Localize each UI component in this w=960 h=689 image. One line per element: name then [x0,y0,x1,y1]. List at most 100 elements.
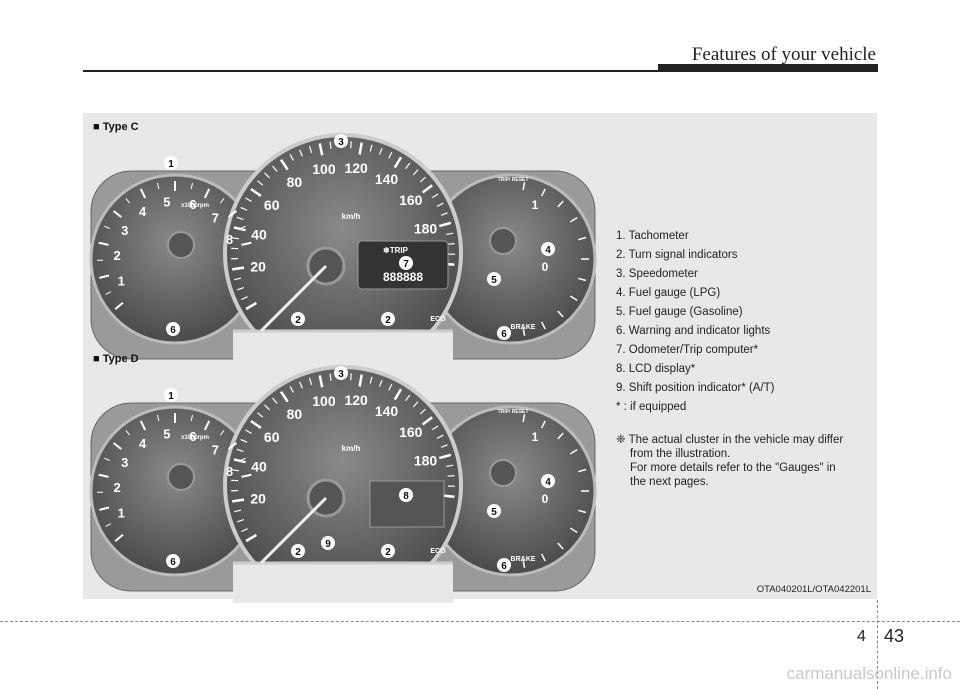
type-c-label: ■ Type C [93,121,139,133]
speed-tick [438,221,452,228]
speed-label: 160 [399,192,423,208]
speed-label: 40 [251,459,267,475]
tach-tick [219,430,225,436]
tach-unit: x1000rpm [181,435,209,441]
callout-number: 1 [168,159,174,170]
tach-tick [125,430,131,436]
speed-tick [440,444,448,448]
callout-badge [291,312,305,326]
tach-label: 5 [163,195,170,210]
legend-item: 1. Tachometer [616,230,689,242]
speed-tick [272,397,278,404]
tach-tick [99,506,110,511]
callout-number: 5 [491,275,497,286]
tach-label: 7 [212,210,219,225]
speed-tick [240,528,248,533]
page-header-title: Features of your vehicle [691,44,876,65]
brake-label: BRAKE [511,556,536,563]
fuel-full-mark: 1 [532,198,539,212]
speed-tick [388,383,393,391]
footer-dash-line [0,621,960,622]
speed-tick [232,266,245,271]
speed-tick [369,144,373,152]
tach-label: 3 [121,455,128,470]
speed-unit: km/h [342,212,361,221]
callout-badge [541,242,555,256]
legend-item: 9. Shift position indicator* (A/T) [616,382,775,394]
fuel-tick [569,217,578,223]
callout-badge [497,326,511,340]
dial-mask [233,563,453,603]
callout-badge [399,256,413,270]
callout-badge [166,554,180,568]
footer-divider [877,600,878,689]
tach-tick [203,188,211,199]
callout-number: 9 [325,539,331,550]
speed-tick [388,151,393,159]
speed-tick [237,518,245,523]
speed-label: 100 [312,161,336,177]
speed-tick [257,180,264,186]
fuel-tick [522,414,526,423]
callout-badge [541,474,555,488]
tach-tick [139,188,147,199]
speed-tick [264,404,270,411]
callout-number: 6 [170,325,176,336]
fuel-tick [557,310,564,318]
tach-unit: x1000rpm [181,203,209,209]
watermark: carmanualsonline.info [786,664,952,683]
figure-code: OTA040201L/OTA042201L [756,584,871,595]
legend-item: * : if equipped [616,401,687,413]
note-line-4: the next pages. [630,476,709,488]
speed-tick [299,381,303,389]
legend-item: 2. Turn signal indicators [616,249,738,261]
speed-tick [289,386,294,393]
callout-number: 8 [403,491,409,502]
figure-panel: ■ Type C 20406080100120140160180200km/h❄… [83,113,877,603]
speed-label: 160 [399,424,423,440]
tach-tick [190,414,194,421]
fuel-tick [578,277,587,282]
callout-badge [334,134,348,148]
fuel-tick [557,432,564,440]
callout-number: 6 [170,557,176,568]
speed-label: 120 [344,160,368,176]
speed-tick [421,184,433,194]
speed-tick [358,142,363,155]
speed-label: 20 [250,259,266,275]
speed-tick [329,373,332,381]
speed-tick [231,237,240,240]
tach-tick [99,274,110,279]
tach-needle-hub [167,463,195,491]
tach-tick [227,210,238,218]
speed-tick [369,376,373,384]
eco-label: ECO [430,316,446,323]
speed-tick [240,206,248,211]
speed-tick [436,434,444,439]
speed-tick [279,391,289,403]
callout-number: 6 [501,561,507,572]
tach-tick [114,301,124,310]
tach-tick [219,198,225,204]
callout-number: 7 [403,259,409,270]
callout-badge [381,544,395,558]
callout-badge [164,156,178,170]
header-rule [83,70,878,72]
speed-label: 40 [251,227,267,243]
callout-number: 2 [385,547,391,558]
speed-tick [419,408,426,415]
tach-tick [156,182,160,189]
speed-tick [232,498,245,503]
speed-needle [259,496,328,565]
legend-item: 7. Odometer/Trip computer* [616,344,759,356]
speed-tick [446,232,454,235]
trip-text: ❄TRIP [383,246,409,255]
speed-tick [240,438,248,443]
speed-tick [245,197,252,202]
callout-number: 2 [385,315,391,326]
speed-needle [259,264,328,333]
speed-label: 120 [344,392,368,408]
dial-mask [233,331,453,371]
fuel-full-mark: 1 [532,430,539,444]
